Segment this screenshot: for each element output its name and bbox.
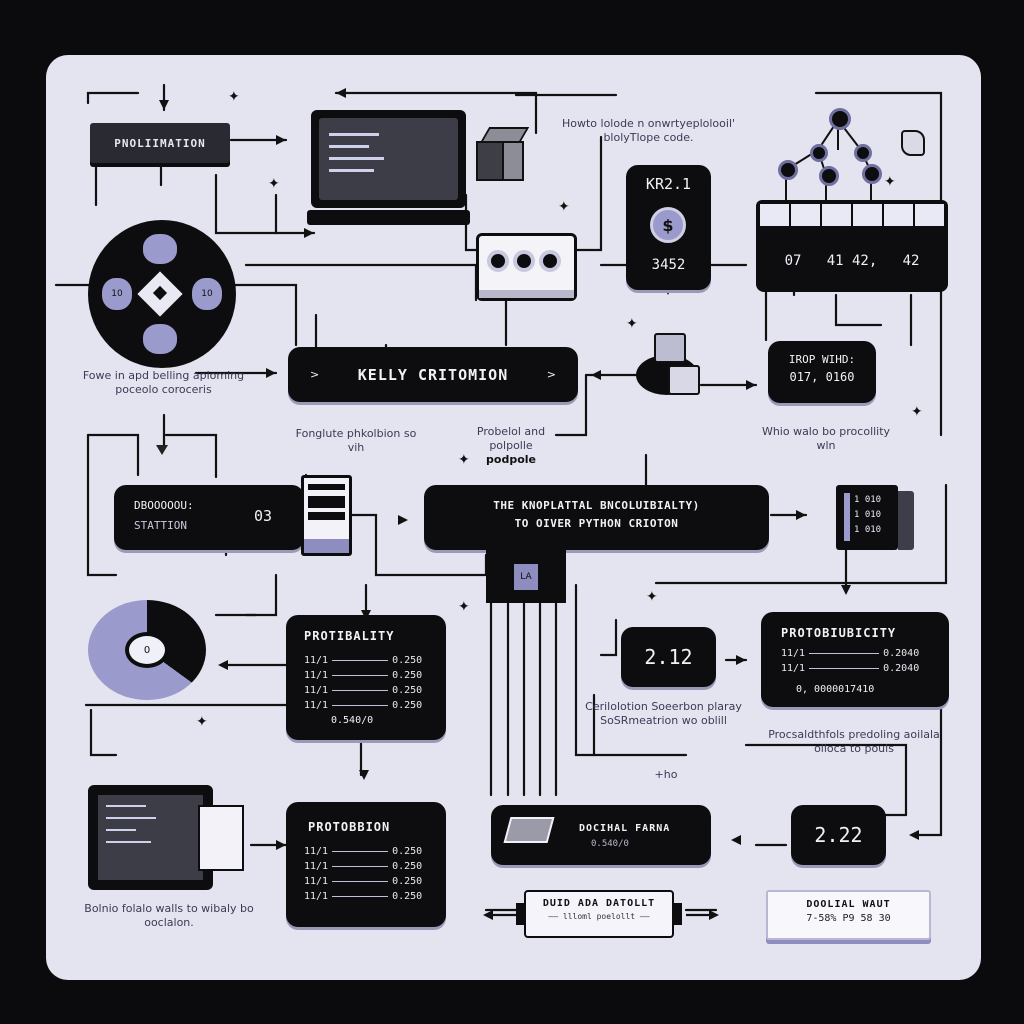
pill-center[interactable]: DUID ADA DATOLLT —— llloml poelollt —— (524, 890, 674, 938)
mid-caption-right: Probelol and polpolle podpole (451, 425, 571, 467)
monitor-icon (307, 110, 470, 225)
drop-line2: 017, 0160 (789, 370, 855, 384)
cap-right: Procsaldthfols predoling aoilala olloca … (768, 728, 940, 755)
center-line1: THE KNOPLATTAL BNCOLUIBIALTY) (493, 499, 700, 512)
sparkle-icon: ✦ (626, 316, 638, 332)
process-line2: STATTION (134, 519, 187, 532)
pill-center-line2: —— llloml poelollt —— (548, 912, 650, 921)
center-tag: LA (514, 564, 538, 590)
pill-right-line1: DOOLIAL WAUT (806, 899, 891, 910)
ring-label-left: 10 (102, 278, 132, 310)
top-note: Howto lolode n onwrtyeplolooil' blolyTlo… (561, 117, 736, 144)
cap-center: Cerilolotion Soeerbon plaray SoSRmeatrio… (585, 700, 742, 727)
server-stack-icon: 07 41 42, 42 (756, 200, 948, 292)
chip-icon (636, 333, 706, 403)
mid-caption-left: Fonglute phkolbion so vih (295, 427, 417, 454)
mid-caption-right-line3: podpole (486, 453, 536, 466)
cap-center-sub: +ho (654, 768, 678, 781)
bottom-left-note: Bolnio folalo walls to wibaly bo ooclalo… (84, 902, 254, 929)
table-row: 07 41 42, 42 (756, 230, 948, 292)
sparkle-icon: ✦ (646, 589, 658, 605)
pie-gauge-icon: 0 (88, 600, 206, 700)
sparkle-icon: ✦ (228, 89, 240, 105)
pill-center-line1: DUID ADA DATOLLT (542, 898, 656, 909)
sparkle-icon: ✦ (268, 176, 280, 192)
prob3-title: PROTOBBION (308, 820, 391, 834)
process-value: 03 (254, 507, 273, 525)
center-connector: LA (486, 548, 566, 603)
pill-right[interactable]: DOOLIAL WAUT 7-58% P9 58 30 (766, 890, 931, 940)
sparkle-icon: ✦ (458, 599, 470, 615)
pill-right-line2: 7-58% P9 58 30 (806, 913, 891, 924)
kelly-criterion-box[interactable]: > KELLY CRITOMION > (288, 347, 578, 402)
tree-network-icon (766, 100, 946, 200)
prob1-footer: 0.540/0 (331, 715, 374, 726)
left-note: Fowe in apd belling aploming poceolo cor… (82, 369, 245, 396)
funnel-icon (156, 445, 168, 455)
process-box[interactable]: DBOOOOOU: STATTION 03 (114, 485, 304, 550)
kelly-left-marker: > (310, 368, 320, 381)
mid-caption-right-line1: Probelol and (476, 425, 546, 438)
chart-value: 3452 (651, 257, 686, 273)
sparkle-icon: ✦ (196, 714, 208, 730)
coin-card: KR2.1 $ 3452 (626, 165, 711, 290)
pill-cap-left (516, 903, 526, 925)
center-box[interactable]: THE KNOPLATTAL BNCOLUIBIALTY) TO OIVER P… (424, 485, 769, 550)
decimal-sub: 0.540/0 (591, 839, 629, 849)
decimal-box[interactable]: DOCIHAL FARNA 0.540/0 (491, 805, 711, 865)
center-line2: TO OIVER PYTHON CRIOTON (514, 517, 679, 530)
header-label-text: PNOLIIMATION (114, 136, 206, 150)
drop-box[interactable]: IROP WIHD: 017, 0160 (768, 341, 876, 403)
sparkle-icon: ✦ (458, 452, 470, 468)
prob1-title: PROTIBALITY (304, 629, 395, 643)
drop-line1: IROP WIHD: (788, 353, 856, 366)
pill-cap-right (672, 903, 682, 925)
coin-icon: $ (650, 207, 686, 243)
value-222-box[interactable]: 2.22 (791, 805, 886, 865)
value-222: 2.22 (814, 823, 863, 847)
prob2-footer: 0, 0000017410 (796, 684, 875, 695)
device-buttons (476, 233, 577, 301)
prob2-title: PROTOBIUBICITY (781, 626, 897, 640)
sparkle-icon: ✦ (911, 404, 923, 420)
decimal-title: DOCIHAL FARNA (579, 823, 671, 834)
cube-icon (476, 127, 530, 182)
value-212-box[interactable]: 2.12 (621, 627, 716, 687)
process-line1: DBOOOOOU: (134, 499, 194, 512)
diagram-canvas: ✦ ✦ ✦ ✦ ✦ ✦ ✦ ✦ ✦ ✦ ✦ PNOLIIMATION Howto… (46, 55, 981, 980)
ring-label-right: 10 (192, 278, 222, 310)
sparkle-icon: ✦ (558, 199, 570, 215)
document-screen-icon (301, 475, 352, 556)
drop-note: Whio walo bo procollity wln (761, 425, 891, 452)
chart-label: KR2.1 (645, 175, 692, 193)
kelly-title: KELLY CRITOMION (357, 365, 509, 384)
value-212: 2.12 (644, 645, 693, 669)
kelly-right-marker: > (546, 368, 556, 381)
gauge-center: 0 (125, 632, 169, 668)
nav-ring-icon[interactable]: 10 10 (88, 220, 236, 368)
sparkle-icon: ✦ (884, 174, 896, 190)
mid-caption-right-line2: polpolle (489, 439, 533, 452)
header-label: PNOLIIMATION (90, 123, 230, 163)
document-screen-icon (88, 785, 248, 895)
